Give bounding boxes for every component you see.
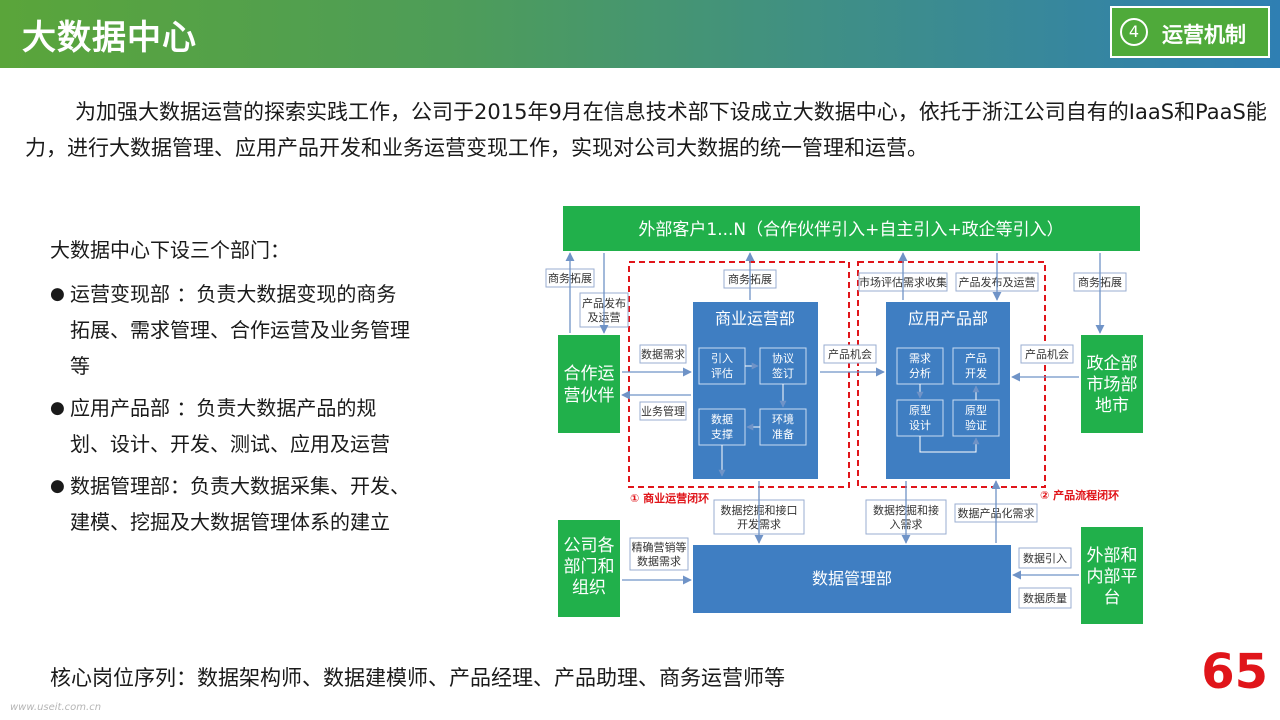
biz-support-l2: 支撑	[711, 427, 733, 441]
gov-label-line1: 政企部	[1087, 354, 1138, 374]
app-dev-box	[952, 347, 1000, 385]
biz-loop-frame	[628, 261, 850, 488]
intro-paragraph: 为加强大数据运营的探索实践工作，公司于2015年9月在信息技术部下设成立大数据中…	[25, 100, 1267, 160]
gov-label-line2: 市场部	[1087, 375, 1138, 395]
partner-label-line1: 合作运	[564, 364, 615, 384]
arrow-design-verify	[919, 436, 980, 453]
section-badge: 4 运营机制	[1110, 6, 1270, 58]
lbl-precise-l2: 数据需求	[637, 554, 681, 568]
ext-label-line2: 内部平	[1087, 567, 1138, 587]
core-positions: 核心岗位序列：数据架构师、数据建模师、产品经理、产品助理、商务运营师等	[50, 666, 785, 690]
ext-platform-box	[1081, 527, 1143, 624]
app-dept-box	[886, 302, 1010, 479]
data-dept-label: 数据管理部	[812, 569, 892, 588]
biz-dept-label: 商业运营部	[715, 309, 795, 328]
lbl-data-in: 数据引入	[1023, 551, 1067, 565]
app-loop-frame	[857, 261, 1046, 488]
app-loop-label: ② 产品流程闭环	[1040, 488, 1119, 502]
section-label: 运营机制	[1162, 23, 1246, 47]
company-label-line3: 组织	[572, 578, 606, 598]
ext-label-line1: 外部和	[1087, 546, 1138, 566]
gov-label-line3: 地市	[1095, 396, 1129, 416]
gov-box	[1081, 335, 1143, 433]
connector-arrows	[565, 252, 1105, 585]
section-number: 4	[1120, 18, 1148, 46]
app-req-l2: 分析	[909, 366, 931, 380]
app-verify-l2: 验证	[965, 418, 987, 432]
app-verify-l1: 原型	[965, 403, 987, 417]
partner-box	[558, 335, 620, 433]
company-label-line2: 部门和	[564, 557, 615, 577]
biz-sign-l1: 协议	[772, 351, 794, 365]
header-bar: 大数据中心 4 运营机制	[0, 0, 1280, 68]
company-box	[558, 520, 620, 617]
app-dept-label: 应用产品部	[908, 309, 988, 328]
app-design-l1: 原型	[909, 403, 931, 417]
app-design-l2: 设计	[909, 419, 931, 432]
biz-support-l1: 数据	[711, 412, 733, 426]
biz-intro-l1: 引入	[711, 351, 733, 365]
lbl-data-need: 数据需求	[641, 347, 685, 361]
department-item: 应用产品部 ：负责大数据产品的规划、设计、开发、测试、应用及运营	[50, 390, 410, 462]
lbl-precise-l1: 精确营销等	[632, 540, 687, 554]
page-number: 65	[1201, 644, 1268, 700]
company-label-line1: 公司各	[564, 536, 615, 556]
lbl-prod-opp-2: 产品机会	[1025, 347, 1069, 361]
data-dept-box	[693, 545, 1011, 613]
department-list: 大数据中心下设三个部门： 运营变现部 ：负责大数据变现的商务拓展、需求管理、合作…	[50, 232, 410, 546]
app-dev-l2: 开发	[965, 366, 987, 380]
lbl-prod-opp-1: 产品机会	[828, 347, 872, 361]
biz-env-l1: 环境	[772, 412, 794, 426]
department-item: 运营变现部 ：负责大数据变现的商务拓展、需求管理、合作运营及业务管理等	[50, 276, 410, 384]
page-title: 大数据中心	[22, 18, 197, 58]
biz-dept-box	[693, 302, 818, 479]
biz-intro-l2: 评估	[711, 367, 733, 380]
department-item: 数据管理部：负责大数据采集、开发、建模、挖掘及大数据管理体系的建立	[50, 468, 410, 540]
watermark: www.useit.com.cn	[10, 702, 102, 713]
lbl-biz-mgmt: 业务管理	[641, 404, 685, 418]
ext-label-line3: 台	[1104, 588, 1121, 608]
biz-sign-l2: 签订	[772, 366, 794, 380]
biz-loop-label: ① 商业运营闭环	[630, 491, 709, 505]
app-dev-l1: 产品	[965, 351, 987, 365]
external-customers-label: 外部客户1...N（合作伙伴引入+自主引入+政企等引入）	[638, 220, 1063, 240]
department-list-title: 大数据中心下设三个部门：	[50, 238, 290, 262]
lbl-data-quality: 数据质量	[1023, 591, 1067, 605]
partner-label-line2: 营伙伴	[564, 386, 615, 406]
biz-env-l2: 准备	[772, 427, 794, 441]
external-customers-box	[563, 206, 1140, 251]
app-req-l1: 需求	[909, 352, 931, 365]
